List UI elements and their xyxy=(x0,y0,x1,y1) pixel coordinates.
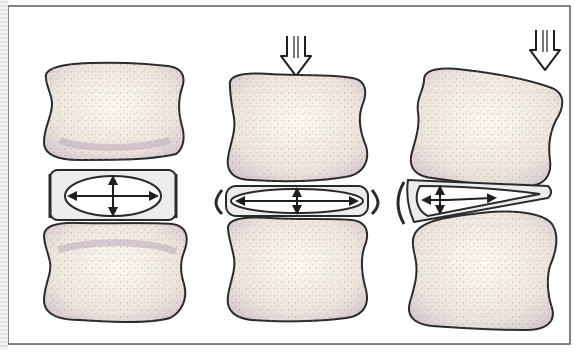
upper-vertebra-tilted xyxy=(411,68,562,186)
intervertebral-disc xyxy=(216,186,378,216)
lower-vertebra xyxy=(228,217,367,321)
lower-vertebra xyxy=(409,212,556,331)
load-arrow-down xyxy=(281,36,311,76)
load-arrow-down xyxy=(530,30,560,70)
panel-axial-compression xyxy=(216,36,378,321)
upper-vertebra xyxy=(44,63,184,160)
upper-vertebra xyxy=(228,74,368,182)
panel-lateral-tilt-load xyxy=(398,30,562,330)
lower-vertebra xyxy=(44,223,187,322)
left-edge-stripes xyxy=(0,0,8,350)
panel-neutral xyxy=(44,63,187,322)
intervertebral-disc xyxy=(50,170,176,220)
